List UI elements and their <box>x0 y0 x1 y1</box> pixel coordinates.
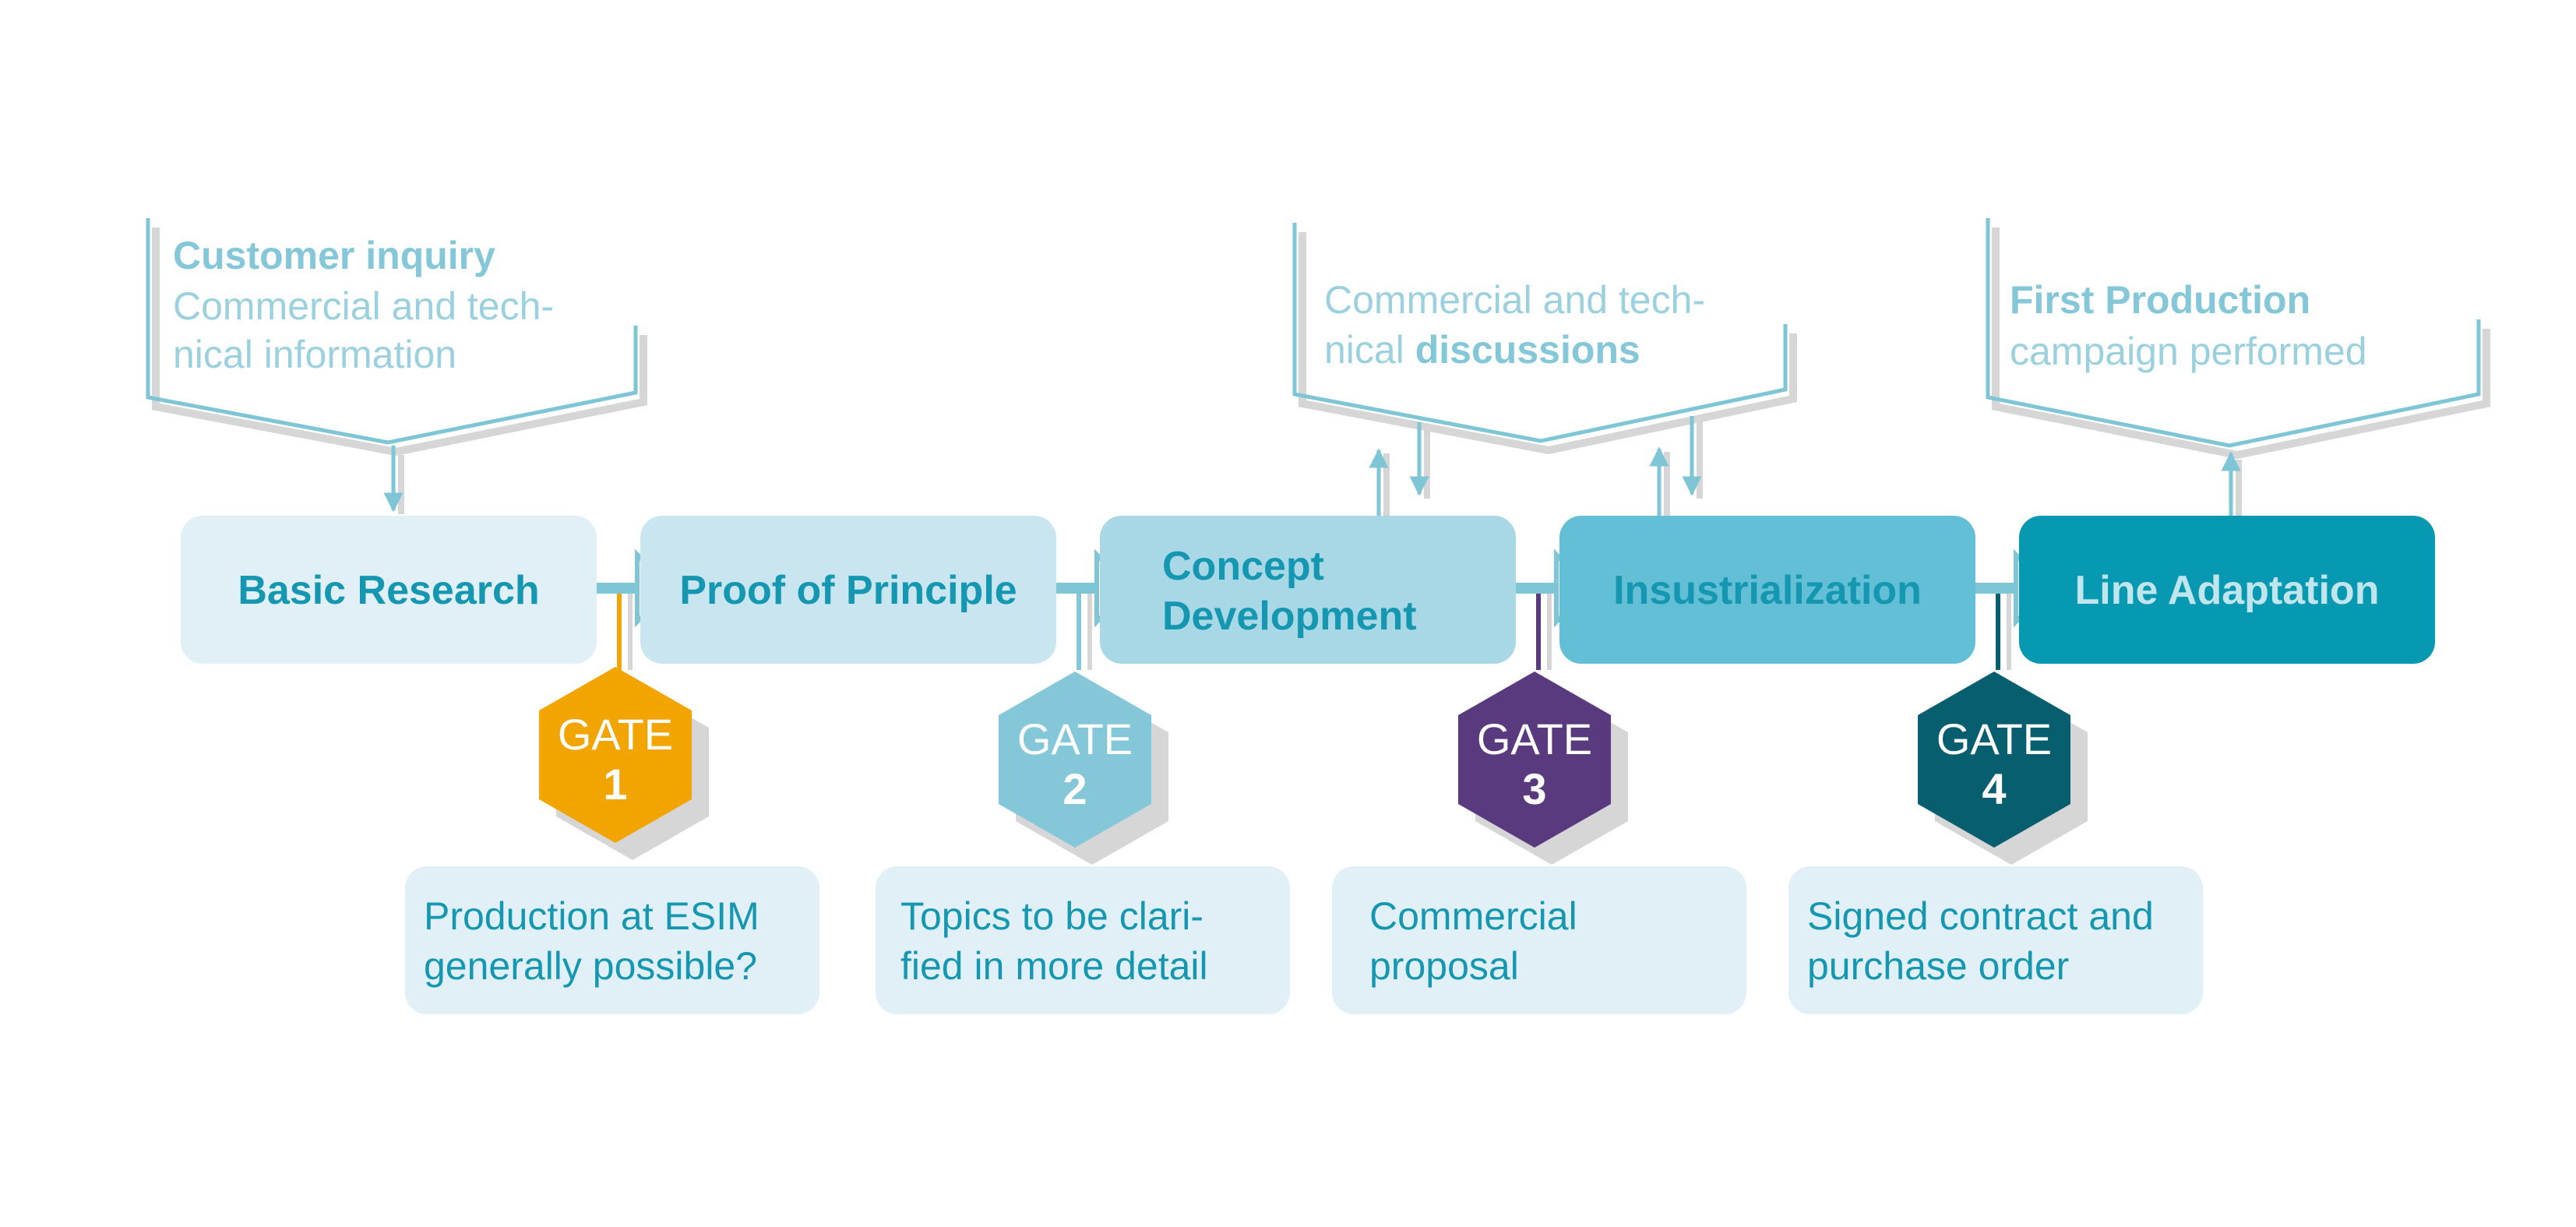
gate-4-question: Signed contract and purchase order <box>1788 866 2203 1014</box>
question-line1: Production at ESIM <box>424 894 759 938</box>
callout-customer-inquiry: Customer inquiry Commercial and tech- ni… <box>146 218 647 514</box>
gate-1: GATE 1 <box>539 667 709 860</box>
gate-number: 1 <box>603 760 627 809</box>
stage-concept-development: Concept Development <box>1100 516 1516 664</box>
question-line2: fied in more detail <box>900 944 1208 988</box>
question-line1: Signed contract and <box>1807 894 2154 938</box>
gate-label: GATE <box>1017 714 1133 763</box>
question-line2: generally possible? <box>424 944 757 988</box>
gate-2-question: Topics to be clari- fied in more detail <box>876 866 1290 1014</box>
discussion-arrows-left <box>1369 422 1430 528</box>
stage-label: Insustrialization <box>1613 568 1922 613</box>
stage-label-line1: Concept <box>1162 544 1324 589</box>
callout-discussions-line2-bold: discussions <box>1415 328 1640 372</box>
callout-customer-title: Customer inquiry <box>173 234 495 277</box>
gate-number: 4 <box>1982 764 2006 813</box>
question-line1: Topics to be clari- <box>900 894 1203 938</box>
callout-production-title: First Production <box>2010 278 2310 322</box>
stage-label: Proof of Principle <box>679 568 1017 613</box>
gate-1-question: Production at ESIM generally possible? <box>405 866 819 1014</box>
gate-number: 3 <box>1522 764 1546 813</box>
gate-3-question: Commercial proposal <box>1332 866 1746 1014</box>
question-line1: Commercial <box>1369 894 1577 938</box>
callout-discussions-line1: Commercial and tech- <box>1324 278 1705 322</box>
question-line2: proposal <box>1369 944 1519 988</box>
gate-label: GATE <box>558 710 673 759</box>
callout-first-production: First Production campaign performed <box>1986 218 2490 530</box>
gate-2: GATE 2 <box>999 672 1168 865</box>
stage-line-adaptation: Line Adaptation <box>2019 516 2435 664</box>
stage-label: Line Adaptation <box>2075 568 2380 613</box>
stage-proof-of-principle: Proof of Principle <box>640 516 1056 664</box>
stage-label: Basic Research <box>238 568 539 613</box>
gate-number: 2 <box>1062 764 1087 813</box>
callout-customer-arrow <box>383 446 404 514</box>
callout-customer-line2: nical information <box>173 333 456 376</box>
gate-4: GATE 4 <box>1918 672 2088 865</box>
gate-3: GATE 3 <box>1458 672 1628 865</box>
stage-basic-research: Basic Research <box>181 516 597 664</box>
callout-discussions-line2-plain: nical <box>1324 328 1415 372</box>
gate-label: GATE <box>1936 714 2052 763</box>
callout-production-line1: campaign performed <box>2010 330 2367 373</box>
discussion-arrows-right <box>1649 416 1703 528</box>
callout-discussions-line2: nical discussions <box>1324 328 1640 372</box>
callout-discussions: Commercial and tech- nical discussions <box>1292 223 1797 528</box>
stage-label-line2: Development <box>1162 594 1417 639</box>
gate-label: GATE <box>1477 714 1592 763</box>
question-line2: purchase order <box>1807 944 2069 988</box>
callout-customer-line1: Commercial and tech- <box>173 284 554 328</box>
stage-insustrialization: Insustrialization <box>1559 516 1975 664</box>
